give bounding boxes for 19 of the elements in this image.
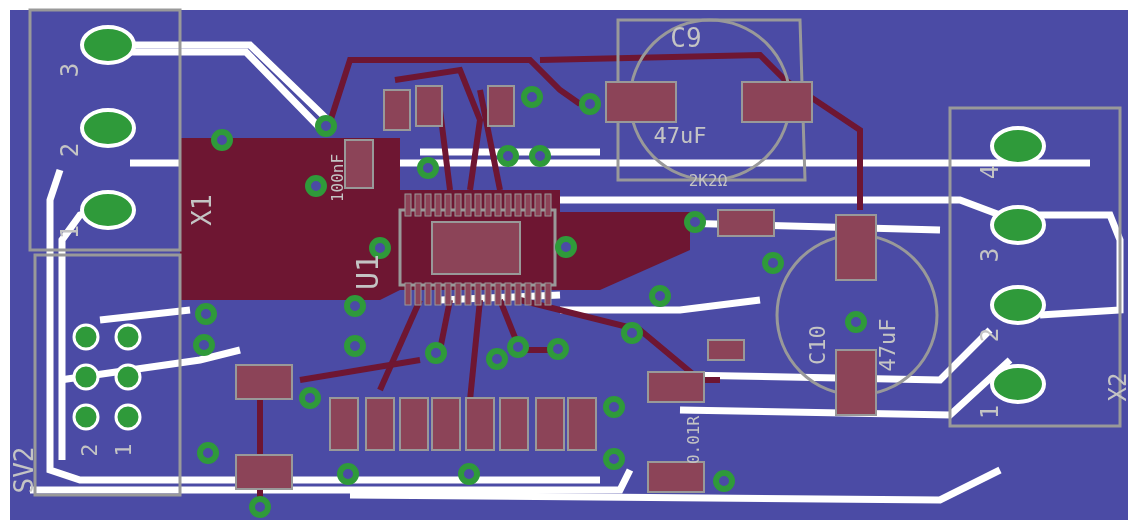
silkscreen-label: 1 (58, 224, 82, 240)
silkscreen-label: 4 (978, 164, 1002, 180)
silkscreen-label: C10 (807, 325, 829, 365)
silkscreen-label: U1 (353, 253, 383, 291)
silkscreen-label: 2 (79, 443, 101, 457)
silkscreen-label: 2 (58, 142, 82, 158)
silkscreen-label: 3 (978, 247, 1002, 263)
silkscreen-label: C9 (670, 25, 702, 51)
silkscreen-label: SV2 (11, 446, 37, 494)
silkscreen-label: 47uF (877, 318, 899, 372)
silkscreen-label: X1 (189, 194, 215, 226)
silkscreen-label: 0.01R (686, 415, 702, 465)
silkscreen-label: 47uF (653, 125, 707, 147)
silkscreen-label: 3 (58, 62, 82, 78)
silkscreen-label: 100nF (330, 153, 346, 203)
silkscreen-label: 1 (113, 443, 135, 457)
silkscreen-label: 1 (978, 404, 1002, 420)
silkscreen-label: 2 (978, 327, 1002, 343)
silkscreen-label: X2 (1106, 372, 1130, 402)
